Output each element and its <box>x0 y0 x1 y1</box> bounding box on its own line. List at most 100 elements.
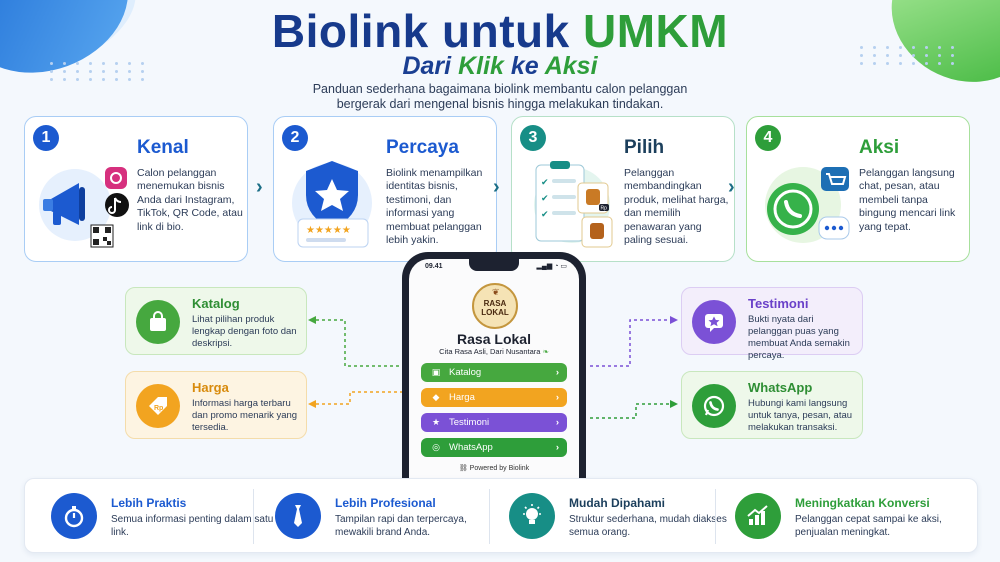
step-number: 2 <box>282 125 308 151</box>
feature-text: Lihat pilihan produk lengkap dengan foto… <box>192 314 297 349</box>
step-number: 3 <box>520 125 546 151</box>
step-card-aksi: 4 Aksi Pelanggan langsung chat, pesan, a… <box>746 116 970 262</box>
feature-card-testimoni: Testimoni Bukti nyata dari pelanggan pua… <box>681 287 863 361</box>
feature-card-harga: Rp Harga Informasi harga terbaru dan pro… <box>125 371 307 439</box>
step-card-pilih: 3 ✔ ✔ ✔ Rp Pilih Pelanggan membandingkan… <box>511 116 735 262</box>
whatsapp-icon: ◎ <box>432 442 440 452</box>
product-card-icon: Rp <box>577 182 613 248</box>
svg-text:✔: ✔ <box>541 209 549 219</box>
benefit-mudah-dipahami: Mudah Dipahami Struktur sederhana, mudah… <box>509 479 727 554</box>
decor-dots-left <box>50 62 149 81</box>
svg-text:✔: ✔ <box>541 193 549 203</box>
shield-rating-illustration: ★★★★★ <box>292 161 372 248</box>
lightbulb-icon <box>509 493 555 539</box>
harga-button[interactable]: ◆ Harga › <box>421 388 567 407</box>
connector-harga <box>310 391 410 405</box>
button-label: Harga <box>449 392 475 403</box>
growth-chart-icon <box>735 493 781 539</box>
status-time: 09.41 <box>425 263 443 270</box>
svg-text:★★★★★: ★★★★★ <box>306 225 351 236</box>
svg-text:✔: ✔ <box>541 177 549 187</box>
page-title: Biolink untuk UMKM <box>0 4 1000 58</box>
brand-tagline: Cita Rasa Asli, Dari Nusantara ❧ <box>409 347 579 356</box>
feature-text: Hubungi kami langsung untuk tanya, pesan… <box>748 398 853 433</box>
feature-title: Katalog <box>192 296 240 311</box>
button-label: Testimoni <box>449 417 490 428</box>
feature-title: Harga <box>192 380 229 395</box>
benefit-title: Lebih Praktis <box>111 496 187 510</box>
checklist-product-illustration: ✔ ✔ ✔ Rp <box>534 161 613 248</box>
chevron-right-icon: › <box>555 392 559 403</box>
leaf-icon: ❧ <box>542 347 549 356</box>
megaphone-icon <box>43 183 85 225</box>
feature-title: Testimoni <box>748 296 809 311</box>
subtitle-word-accent: Aksi <box>544 52 598 80</box>
feature-text: Informasi harga terbaru dan promo menari… <box>192 398 298 433</box>
feature-card-whatsapp: WhatsApp Hubungi kami langsung untuk tan… <box>681 371 863 439</box>
phone-mockup: 09.41 ▂▄▆ ◔ ▭ ❦ RASA LOKAL Rasa Lokal Ci… <box>402 252 586 480</box>
logo-line: LOKAL <box>481 308 509 317</box>
connector-whatsapp <box>590 403 672 419</box>
shopping-bag-icon <box>136 300 180 344</box>
price-tag-icon: ◆ <box>432 392 440 402</box>
decor-dots-right <box>860 46 959 65</box>
subtitle-word: Dari <box>402 52 452 80</box>
whatsapp-button[interactable]: ◎WhatsApp› <box>421 438 567 457</box>
step-title: Pilih <box>624 137 665 158</box>
connector-katalog <box>310 319 410 367</box>
katalog-button[interactable]: ▣Katalog› <box>421 363 567 382</box>
shopping-cart-icon <box>821 167 849 191</box>
testimoni-button[interactable]: ★Testimoni› <box>421 413 567 432</box>
shield-star-icon <box>306 161 358 229</box>
price-tag-label: Rp <box>154 405 163 412</box>
link-icon: ⛓ <box>458 465 468 472</box>
qr-code-icon <box>90 224 114 248</box>
step-title: Aksi <box>859 137 900 158</box>
step-card-kenal: 1 Kenal Calon pelanggan menemukan bisnis… <box>24 116 248 262</box>
shopping-bag-icon: ▣ <box>431 367 441 377</box>
chevron-right-icon: › <box>555 417 559 428</box>
instagram-icon <box>105 167 127 189</box>
whatsapp-chat-illustration <box>765 167 850 243</box>
powered-by: ⛓ Powered by Biolink <box>409 464 579 472</box>
rating-card-icon: ★★★★★ <box>297 218 369 248</box>
subtitle-word-accent: Klik <box>458 52 504 80</box>
title-main: Biolink untuk <box>271 5 570 57</box>
star-badge-icon <box>692 300 736 344</box>
title-accent: UMKM <box>583 5 729 57</box>
divider <box>715 489 716 544</box>
benefit-lebih-profesional: Lebih Profesional Tampilan rapi dan terp… <box>275 479 485 554</box>
price-tag-icon: Rp <box>136 384 180 428</box>
clipboard-checklist-icon: ✔ ✔ ✔ <box>535 161 585 242</box>
step-number: 1 <box>33 125 59 151</box>
step-title: Kenal <box>137 137 189 158</box>
whatsapp-icon <box>767 183 819 235</box>
leaf-icon: ❦ <box>492 287 500 297</box>
benefit-title: Lebih Profesional <box>335 496 436 510</box>
price-tag-label: Rp <box>601 206 608 212</box>
connector-testimoni <box>590 319 672 367</box>
button-label: WhatsApp <box>449 442 493 453</box>
step-card-percaya: 2 ★★★★★ Percaya Biolink menampilkan iden… <box>273 116 497 262</box>
step-text: Pelanggan langsung chat, pesan, atau mem… <box>859 167 956 233</box>
status-icons: ▂▄▆ ◔ ▭ <box>536 263 567 270</box>
logo-line: RASA <box>483 299 507 308</box>
subtitle-word: ke <box>510 52 539 80</box>
step-text: Biolink menampilkan identitas bisnis, te… <box>386 167 483 247</box>
feature-text: Bukti nyata dari pelanggan puas yang mem… <box>748 314 850 361</box>
benefit-text: Pelanggan cepat sampai ke aksi, penjuala… <box>795 514 942 538</box>
phone-notch <box>469 259 519 271</box>
chevron-right-icon: › <box>256 176 263 198</box>
megaphone-social-illustration <box>39 167 129 248</box>
benefit-text: Tampilan rapi dan terpercaya, mewakili b… <box>335 514 467 538</box>
benefit-title: Meningkatkan Konversi <box>795 496 930 510</box>
benefit-title: Mudah Dipahami <box>569 496 666 510</box>
brand-name: Rasa Lokal <box>457 331 531 347</box>
benefit-text: Semua informasi penting dalam satu link. <box>111 514 274 538</box>
step-title: Percaya <box>386 137 459 158</box>
stopwatch-icon <box>51 493 97 539</box>
chevron-right-icon: › <box>728 176 735 198</box>
whatsapp-icon <box>692 384 736 428</box>
feature-card-katalog: Katalog Lihat pilihan produk lengkap den… <box>125 287 307 355</box>
feature-title: WhatsApp <box>748 380 813 395</box>
